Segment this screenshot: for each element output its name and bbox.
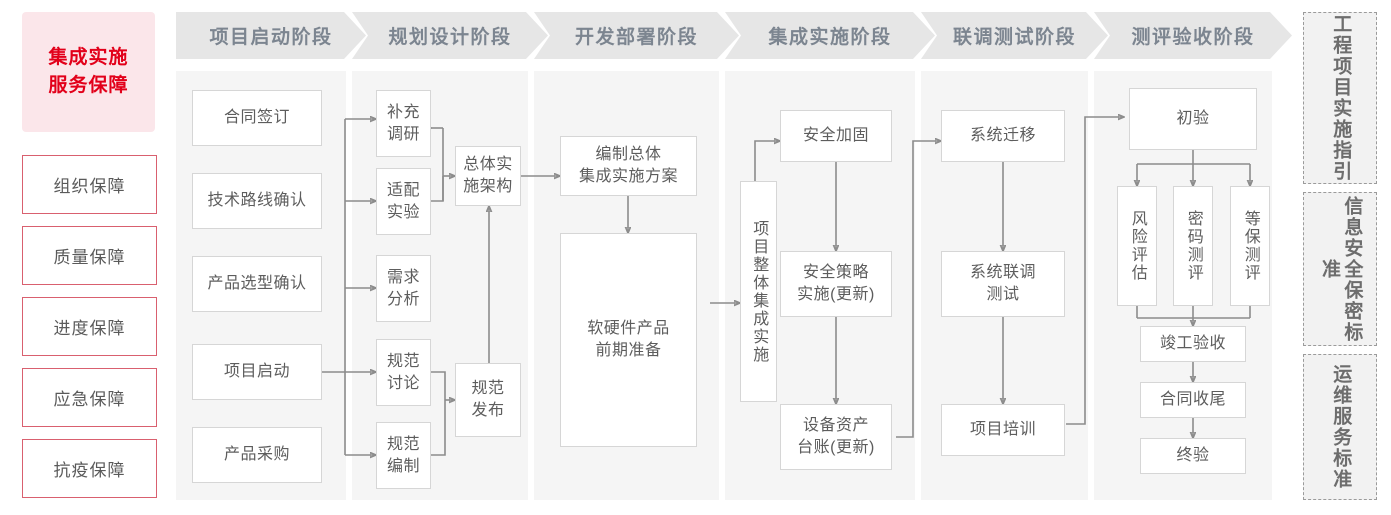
node-label-line-2: 讨论 (386, 374, 420, 392)
node-label: 产品选型确认 (207, 275, 307, 293)
node-label-line-1: 规范 (386, 352, 420, 370)
node-standard-release[interactable]: 规范 发布 (455, 363, 521, 437)
node-draft-overall-integration-plan[interactable]: 编制总体 集成实施方案 (560, 136, 697, 196)
node-adaptation-experiment[interactable]: 适配 实验 (376, 168, 431, 235)
node-label: 竣工验收 (1159, 335, 1226, 353)
node-project-kickoff[interactable]: 项目启动 (192, 344, 322, 400)
guarantee-item-label: 进度保障 (53, 319, 126, 338)
stage-header-label: 联调测试阶段 (952, 27, 1076, 48)
stage-header-label: 开发部署阶段 (574, 27, 698, 48)
node-label: 等保测评 (1241, 210, 1259, 282)
node-contract-signing[interactable]: 合同签订 (192, 90, 322, 146)
node-label-line-1: 编制总体 (595, 146, 662, 164)
node-label-line-2: 实验 (386, 203, 420, 221)
node-label-line-1: 规范 (471, 380, 505, 398)
node-project-training[interactable]: 项目培训 (941, 404, 1065, 456)
node-label-line-2: 发布 (471, 402, 505, 419)
node-security-hardening[interactable]: 安全加固 (780, 110, 892, 162)
node-preliminary-acceptance[interactable]: 初验 (1129, 88, 1257, 150)
guarantee-item-schedule[interactable]: 进度保障 (22, 297, 157, 356)
node-label: 合同收尾 (1159, 391, 1226, 409)
node-label-line-1: 规范 (386, 435, 420, 453)
node-label-line-2: 测试 (986, 286, 1020, 303)
stage-header-5[interactable]: 联调测试阶段 (921, 12, 1108, 59)
guarantee-title-line-2: 服务保障 (48, 75, 129, 96)
node-label-line-2: 实施(更新) (797, 286, 875, 303)
standard-card-om-service[interactable]: 运维服务标准 (1303, 354, 1377, 500)
node-label: 项目培训 (969, 421, 1036, 439)
node-final-acceptance[interactable]: 终验 (1140, 438, 1246, 474)
node-label-line-1: 总体实 (463, 156, 513, 174)
node-contract-closeout[interactable]: 合同收尾 (1140, 382, 1246, 418)
stage-header-6[interactable]: 测评验收阶段 (1094, 12, 1292, 59)
standard-card-security-confidentiality[interactable]: 信息安全保密标准 (1303, 192, 1377, 346)
node-completion-acceptance[interactable]: 竣工验收 (1140, 326, 1246, 362)
node-system-joint-debug-test[interactable]: 系统联调 测试 (941, 251, 1065, 317)
node-label-line-2: 分析 (386, 290, 420, 308)
node-label-line-1: 安全策略 (802, 264, 869, 282)
standard-card-project-guideline[interactable]: 工程项目实施指引 (1303, 12, 1377, 184)
node-label-line-1: 需求 (386, 268, 420, 286)
standard-label: 信息安全保密标准 (1319, 195, 1363, 343)
stage-header-4[interactable]: 集成实施阶段 (725, 12, 935, 59)
node-label-line-2: 集成实施方案 (578, 168, 678, 185)
node-tech-route-confirm[interactable]: 技术路线确认 (192, 173, 322, 229)
node-label: 初验 (1176, 110, 1210, 128)
guarantee-panel-title: 集成实施 服务保障 (22, 12, 155, 132)
node-security-policy-implementation[interactable]: 安全策略 实施(更新) (780, 251, 892, 317)
stage-header-3[interactable]: 开发部署阶段 (534, 12, 739, 59)
node-product-procurement[interactable]: 产品采购 (192, 427, 322, 483)
node-product-selection-confirm[interactable]: 产品选型确认 (192, 256, 322, 312)
node-hardware-software-preparation[interactable]: 软硬件产品 前期准备 (560, 233, 697, 447)
guarantee-item-quality[interactable]: 质量保障 (22, 226, 157, 285)
node-equipment-asset-ledger[interactable]: 设备资产 台账(更新) (780, 404, 892, 470)
stage-header-label: 测评验收阶段 (1131, 27, 1255, 48)
node-standard-discussion[interactable]: 规范 讨论 (376, 339, 431, 406)
guarantee-item-label: 质量保障 (53, 248, 126, 267)
stage-header-1[interactable]: 项目启动阶段 (176, 12, 366, 59)
guarantee-item-label: 抗疫保障 (53, 461, 126, 480)
node-cryptography-evaluation[interactable]: 密码测评 (1173, 186, 1213, 306)
node-label: 风险评估 (1128, 210, 1146, 282)
stage-header-label: 规划设计阶段 (388, 27, 512, 48)
node-label: 安全加固 (802, 127, 869, 145)
guarantee-item-epidemic[interactable]: 抗疫保障 (22, 439, 157, 498)
standard-label: 运维服务标准 (1330, 364, 1352, 490)
guarantee-item-emergency[interactable]: 应急保障 (22, 368, 157, 427)
node-label-line-2: 前期准备 (595, 342, 662, 359)
node-label-line-1: 系统联调 (969, 264, 1036, 282)
stage-header-2[interactable]: 规划设计阶段 (352, 12, 548, 59)
node-label-line-1: 补充 (386, 103, 420, 121)
stage-header-label: 项目启动阶段 (209, 27, 333, 48)
node-label: 密码测评 (1184, 210, 1202, 282)
node-label: 项目启动 (223, 363, 290, 381)
node-standard-drafting[interactable]: 规范 编制 (376, 422, 431, 489)
node-label: 合同签订 (223, 109, 290, 127)
node-classified-protection-evaluation[interactable]: 等保测评 (1230, 186, 1270, 306)
node-label-line-1: 设备资产 (802, 417, 869, 435)
guarantee-item-label: 组织保障 (53, 177, 126, 196)
node-label: 终验 (1176, 447, 1210, 465)
node-risk-assessment[interactable]: 风险评估 (1117, 186, 1157, 306)
node-label-line-1: 软硬件产品 (587, 320, 670, 338)
stage-header-label: 集成实施阶段 (768, 27, 892, 48)
node-label-line-2: 调研 (386, 125, 420, 143)
guarantee-title-line-1: 集成实施 (48, 47, 129, 69)
node-overall-project-integration[interactable]: 项目整体集成实施 (740, 181, 777, 402)
guarantee-item-label: 应急保障 (53, 390, 126, 409)
node-label-line-2: 施架构 (463, 178, 513, 195)
node-label: 项目整体集成实施 (750, 219, 768, 364)
node-system-migration[interactable]: 系统迁移 (941, 110, 1065, 162)
node-overall-implementation-architecture[interactable]: 总体实 施架构 (455, 146, 521, 206)
node-label: 系统迁移 (969, 127, 1036, 145)
node-label: 技术路线确认 (207, 192, 307, 210)
node-label: 产品采购 (223, 446, 290, 464)
node-supplementary-research[interactable]: 补充 调研 (376, 90, 431, 157)
node-label-line-1: 适配 (386, 181, 420, 199)
node-label-line-2: 台账(更新) (797, 439, 875, 456)
standard-label: 工程项目实施指引 (1330, 14, 1352, 182)
guarantee-item-organization[interactable]: 组织保障 (22, 155, 157, 214)
node-label-line-2: 编制 (386, 457, 420, 475)
node-requirement-analysis[interactable]: 需求 分析 (376, 255, 431, 322)
